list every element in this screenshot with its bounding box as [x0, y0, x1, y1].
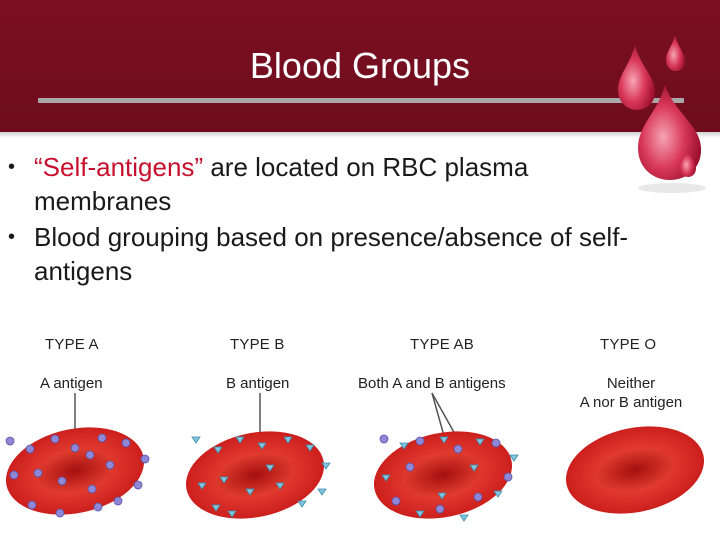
type-a-cell	[5, 427, 150, 518]
title-underline	[38, 98, 684, 103]
type-b-label: TYPE B	[230, 336, 285, 353]
quote-open: “	[34, 152, 43, 182]
o-antigen-line2: A nor B antigen	[579, 394, 683, 411]
bullet-text-continued: antigens	[34, 256, 133, 286]
type-o-label: TYPE O	[600, 336, 657, 353]
o-antigen-line1: Neither	[606, 375, 656, 392]
bullet-list: • “Self-antigens” are located on RBC pla…	[8, 150, 708, 290]
bullet-text: Blood grouping based on presence/absence…	[34, 222, 629, 252]
o-antigen-label: Neither A nor B antigen	[572, 374, 690, 412]
blood-drop-icon	[618, 35, 706, 193]
red-blood-cell-icon	[5, 392, 705, 522]
bullet-icon: •	[8, 226, 16, 248]
type-b-cell	[185, 431, 331, 519]
bullet-text: are located on RBC plasma	[203, 152, 529, 182]
bullet-text-continued: membranes	[34, 186, 172, 216]
ab-antigen-label: Both A and B antigens	[358, 375, 506, 392]
bullet-item-blood-grouping: • Blood grouping based on presence/absen…	[8, 220, 708, 288]
type-ab-label: TYPE AB	[410, 336, 474, 353]
title-banner: Blood Groups	[0, 0, 720, 138]
b-antigen-label: B antigen	[226, 375, 290, 392]
type-ab-cell	[373, 431, 519, 522]
highlight-term: Self-antigens	[42, 152, 195, 182]
a-antigen-label: A antigen	[40, 375, 103, 392]
bullet-item-self-antigens: • “Self-antigens” are located on RBC pla…	[8, 150, 708, 218]
quote-close: ”	[194, 152, 204, 182]
blood-type-figure: TYPE A TYPE B TYPE AB TYPE O A antigen B…	[0, 325, 720, 540]
type-a-label: TYPE A	[45, 336, 99, 353]
bullet-icon: •	[8, 156, 16, 178]
type-o-cell	[565, 426, 705, 514]
slide-title: Blood Groups	[249, 45, 471, 86]
